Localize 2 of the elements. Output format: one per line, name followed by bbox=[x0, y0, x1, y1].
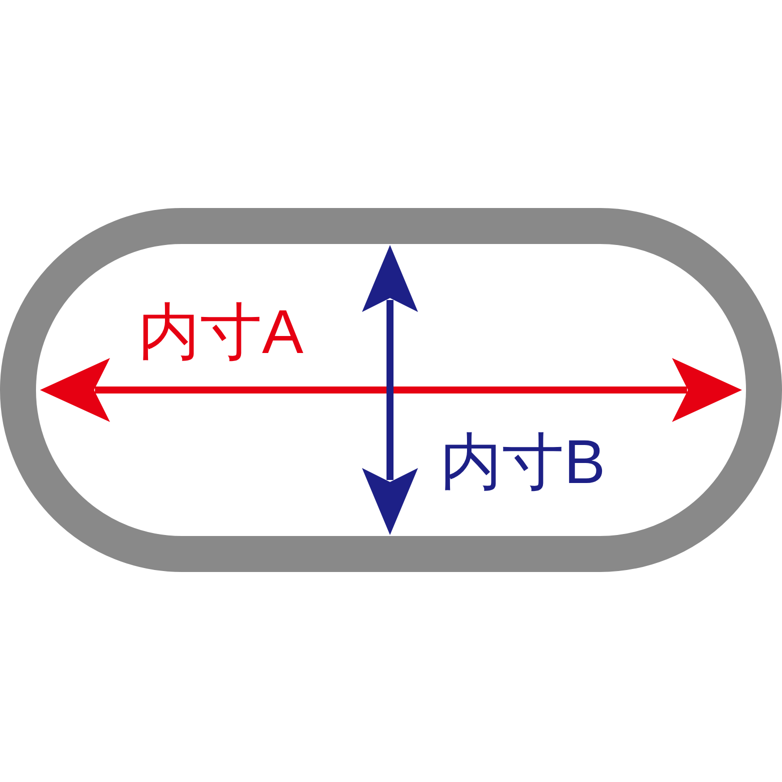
dimension-label: 内寸A bbox=[138, 302, 304, 364]
dimension-label: 内寸B bbox=[440, 432, 606, 494]
